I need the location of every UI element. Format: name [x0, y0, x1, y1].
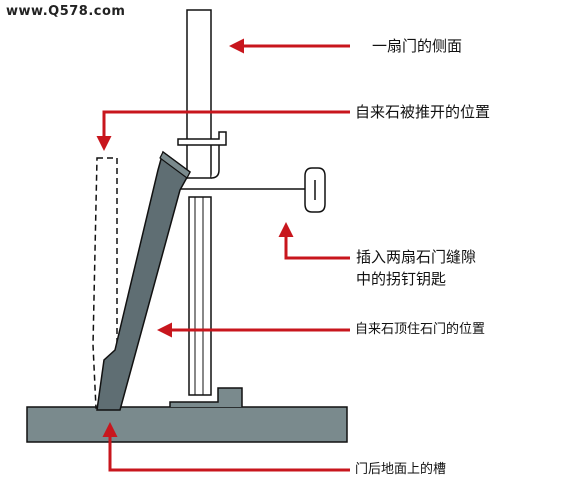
floor-groove-bump [169, 387, 243, 407]
watermark-text: www.Q578.com [6, 4, 126, 19]
door-hook [177, 131, 227, 179]
label-stone-blocking: 自来石顶住石门的位置 [355, 322, 486, 337]
door-side-lower [188, 196, 212, 396]
leaning-stone [96, 150, 191, 411]
label-floor-groove: 门后地面上的槽 [355, 462, 447, 477]
label-stone-pushed-open: 自来石被推开的位置 [355, 103, 491, 121]
arrow-key [278, 222, 350, 260]
label-key-line1: 插入两扇石门缝隙 [356, 248, 477, 266]
door-side-upper [186, 9, 212, 179]
stone-top-cap [159, 151, 191, 179]
arrow-floor-groove [102, 422, 350, 472]
floor-slab [26, 406, 348, 443]
arrow-stone-pushed [96, 110, 350, 151]
label-door-side: 一扇门的侧面 [372, 37, 463, 55]
label-key-line2: 中的拐钉钥匙 [356, 270, 447, 288]
